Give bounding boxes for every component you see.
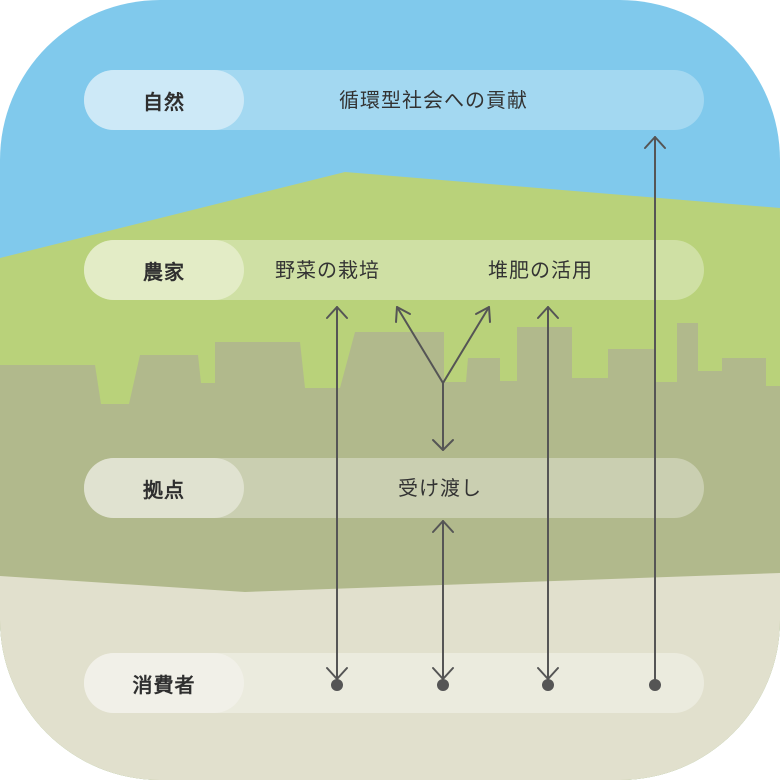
text-compost-use: 堆肥の活用 (488, 258, 593, 282)
row-farmer: 農家 野菜の栽培 堆肥の活用 (84, 240, 704, 300)
row-label-nature: 自然 (84, 70, 244, 130)
row-nature: 自然 循環型社会への貢献 (84, 70, 704, 130)
row-label-consumer: 消費者 (84, 653, 244, 713)
text-handover: 受け渡し (398, 476, 482, 500)
row-label-hub: 拠点 (84, 458, 244, 518)
row-label-farmer: 農家 (84, 240, 244, 300)
text-circular-society: 循環型社会への貢献 (339, 88, 528, 112)
ground-area (0, 573, 780, 780)
text-vegetable-cultivation: 野菜の栽培 (275, 258, 380, 282)
row-consumer: 消費者 (84, 653, 704, 713)
row-hub: 拠点 受け渡し (84, 458, 704, 518)
